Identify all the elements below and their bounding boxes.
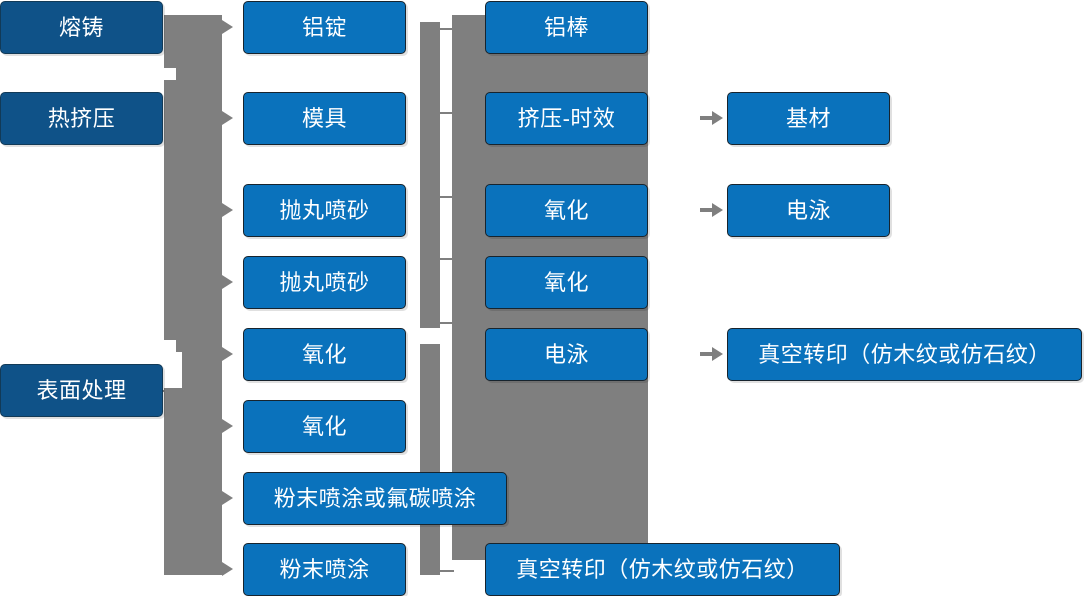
connector-left-trunk <box>164 15 222 575</box>
connector-tie-6 <box>438 570 454 572</box>
node-col3-6[interactable]: 真空转印（仿木纹或仿石纹） <box>485 543 840 596</box>
node-label: 表面处理 <box>36 377 127 403</box>
connector-surface-treatment-stub <box>163 390 183 392</box>
connector-tie-3 <box>438 196 454 198</box>
node-col3-2[interactable]: 挤压-时效 <box>485 92 648 145</box>
node-label: 抛丸喷砂 <box>279 197 370 223</box>
node-col2-8[interactable]: 粉末喷涂 <box>243 543 406 596</box>
connector-mid-bar-narrow-lower <box>420 344 440 575</box>
arrow-to-col2-5 <box>222 347 233 361</box>
arrow-to-col4-3 <box>712 347 723 361</box>
node-col3-3[interactable]: 氧化 <box>485 184 648 237</box>
arrow-to-col2-8 <box>222 562 233 576</box>
node-label: 粉末喷涂或氟碳喷涂 <box>273 485 477 511</box>
arrow-to-col2-2 <box>222 111 233 125</box>
node-label: 模具 <box>301 105 347 131</box>
arrow-to-col4-1 <box>712 111 723 125</box>
node-label: 氧化 <box>543 197 589 223</box>
node-col4-2[interactable]: 电泳 <box>727 184 890 237</box>
node-label: 热挤压 <box>47 105 116 131</box>
connector-left-notch-top <box>164 68 176 80</box>
node-label: 熔铸 <box>58 14 104 40</box>
node-stage-2[interactable]: 热挤压 <box>0 92 163 145</box>
connector-left-notch-mid <box>164 340 176 352</box>
node-label: 粉末喷涂 <box>279 556 370 582</box>
node-label: 电泳 <box>543 341 589 367</box>
node-label: 基材 <box>785 105 831 131</box>
node-col2-7[interactable]: 粉末喷涂或氟碳喷涂 <box>243 472 507 525</box>
connector-tie-1 <box>438 28 454 30</box>
node-label: 挤压-时效 <box>517 105 616 131</box>
arrow-shaft-to-col4-2 <box>700 208 714 212</box>
node-col4-3[interactable]: 真空转印（仿木纹或仿石纹） <box>727 328 1082 381</box>
arrow-to-col2-3 <box>222 203 233 217</box>
node-col3-5[interactable]: 电泳 <box>485 328 648 381</box>
node-col2-3[interactable]: 抛丸喷砂 <box>243 184 406 237</box>
arrow-to-col2-1 <box>222 20 233 34</box>
arrow-shaft-to-col4-3 <box>700 352 714 356</box>
node-label: 铝锭 <box>301 14 347 40</box>
arrow-shaft-to-col4-1 <box>700 116 714 120</box>
node-stage-1[interactable]: 熔铸 <box>0 1 163 54</box>
node-col2-6[interactable]: 氧化 <box>243 400 406 453</box>
arrow-to-col2-7 <box>222 491 233 505</box>
connector-left-cutout <box>164 352 182 388</box>
connector-tie-4 <box>438 258 454 260</box>
node-col2-1[interactable]: 铝锭 <box>243 1 406 54</box>
node-col3-4[interactable]: 氧化 <box>485 256 648 309</box>
connector-mid-bar-narrow <box>420 22 440 328</box>
node-label: 抛丸喷砂 <box>279 269 370 295</box>
arrow-to-col4-2 <box>712 203 723 217</box>
node-col3-1[interactable]: 铝棒 <box>485 1 648 54</box>
node-stage-3[interactable]: 表面处理 <box>0 364 163 417</box>
connector-tie-5 <box>438 322 454 324</box>
node-label: 真空转印（仿木纹或仿石纹） <box>516 556 809 582</box>
connector-mid-channel <box>440 0 452 596</box>
node-col2-4[interactable]: 抛丸喷砂 <box>243 256 406 309</box>
node-label: 铝棒 <box>543 14 589 40</box>
connector-tie-2 <box>438 112 454 114</box>
node-col2-5[interactable]: 氧化 <box>243 328 406 381</box>
arrow-to-col2-4 <box>222 275 233 289</box>
node-label: 氧化 <box>301 341 347 367</box>
node-label: 氧化 <box>301 413 347 439</box>
arrow-to-col2-6 <box>222 419 233 433</box>
node-label: 电泳 <box>785 197 831 223</box>
node-col4-1[interactable]: 基材 <box>727 92 890 145</box>
node-label: 真空转印（仿木纹或仿石纹） <box>758 341 1051 367</box>
node-label: 氧化 <box>543 269 589 295</box>
node-col2-2[interactable]: 模具 <box>243 92 406 145</box>
